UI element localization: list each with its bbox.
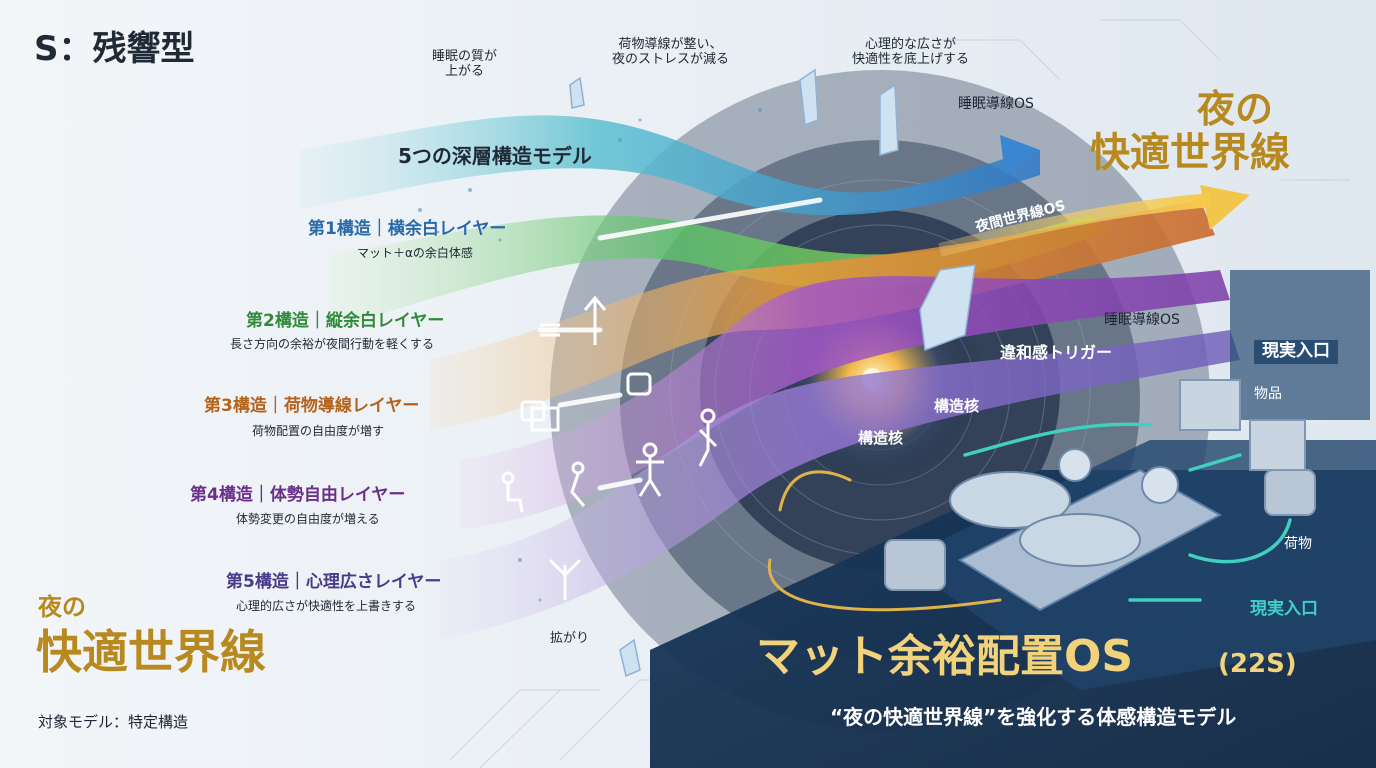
reality-entry-top: 現実入口 xyxy=(1254,340,1338,364)
expansion-label: 拡がり xyxy=(550,631,590,646)
layer-1-title: 第1構造｜横余白レイヤー xyxy=(308,219,507,239)
layer-1-desc: マット＋αの余白体感 xyxy=(357,246,473,260)
left-title-line1: 夜の xyxy=(38,593,86,621)
note-luggage-flow: 荷物導線が整い、 夜のストレスが減る xyxy=(612,37,730,67)
left-title-line2: 快適世界線 xyxy=(36,625,266,679)
header-code: S：残響型 xyxy=(34,29,195,69)
layer-4-title: 第4構造｜体勢自由レイヤー xyxy=(190,485,406,505)
product-subtitle: “夜の快適世界線”を強化する体感構造モデル xyxy=(830,705,1237,729)
layer-3-desc: 荷物配置の自由度が増す xyxy=(252,424,385,438)
layer-4-desc: 体勢変更の自由度が増える xyxy=(236,512,380,526)
layer-5-title: 第5構造｜心理広さレイヤー xyxy=(226,572,442,592)
right-title-line1: 夜の xyxy=(1196,87,1273,131)
layer-2-desc: 長さ方向の余裕が夜間行動を軽くする xyxy=(230,337,435,351)
trigger-label: 違和感トリガー xyxy=(1000,343,1113,362)
layer-3-title: 第3構造｜荷物導線レイヤー xyxy=(204,396,420,416)
layer-2-title: 第2構造｜縦余白レイヤー xyxy=(246,311,445,331)
sleep-os-label: 睡眠導線OS xyxy=(1104,312,1180,328)
product-code: (22S) xyxy=(1218,649,1297,679)
items-label: 物品 xyxy=(1254,386,1282,402)
note-sleep-quality: 睡眠の質が 上がる xyxy=(432,49,498,79)
product-name: マット余裕配置OS xyxy=(756,631,1134,682)
core-label-1: 構造核 xyxy=(934,397,980,415)
layer-5-desc: 心理的広さが快適性を上書きする xyxy=(236,599,417,613)
core-label-2: 構造核 xyxy=(858,429,904,447)
luggage-label: 荷物 xyxy=(1284,536,1312,552)
note-sleep-os: 睡眠導線OS xyxy=(958,96,1034,112)
note-psych-space: 心理的な広さが 快適性を底上げする xyxy=(852,37,970,67)
model-title: 5つの深層構造モデル xyxy=(398,144,592,168)
reality-entry-bottom: 現実入口 xyxy=(1250,599,1318,619)
right-title-line2: 快適世界線 xyxy=(1090,130,1290,176)
target-model-label: 対象モデル：特定構造 xyxy=(38,713,189,731)
